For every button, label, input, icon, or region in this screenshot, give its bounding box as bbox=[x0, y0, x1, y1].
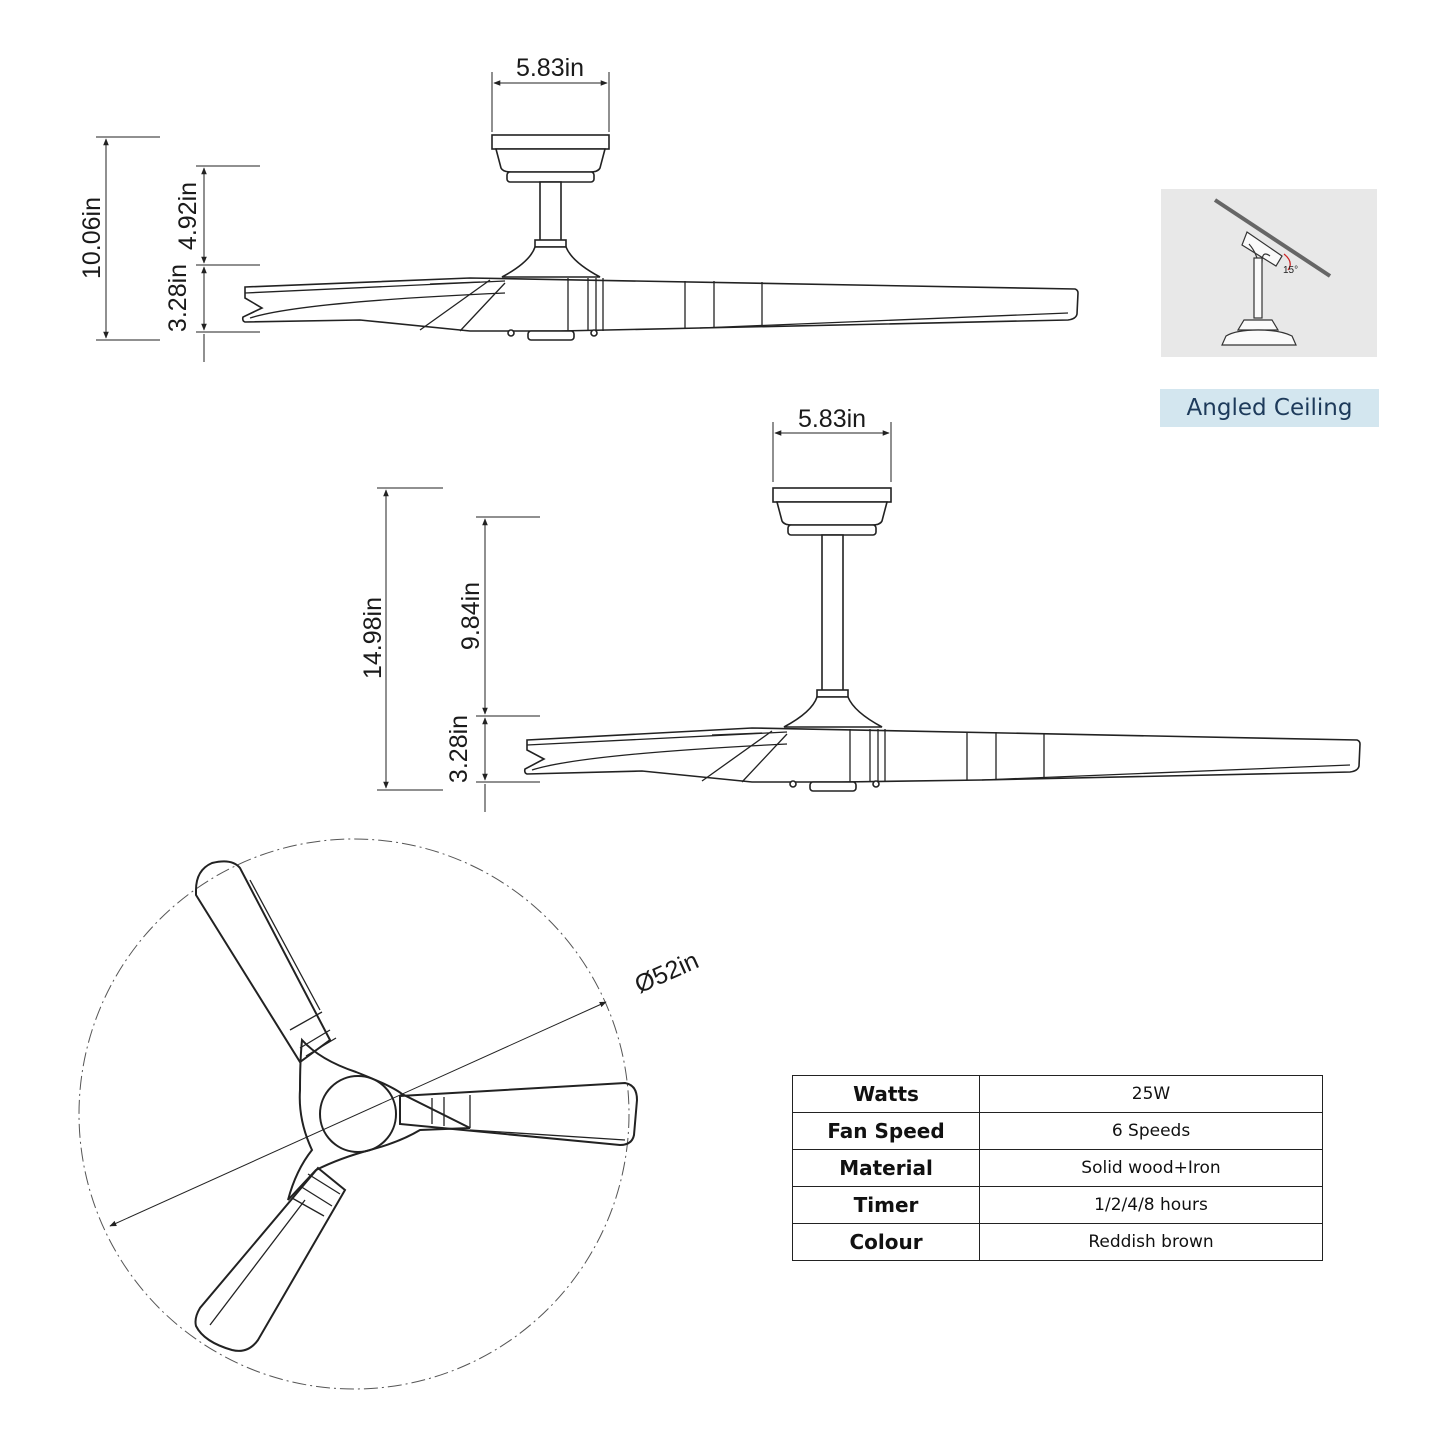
spec-key: Fan Speed bbox=[792, 1112, 980, 1150]
blade-right bbox=[399, 1081, 639, 1147]
blade-upper bbox=[195, 860, 337, 1064]
spec-value: 25W bbox=[979, 1075, 1323, 1113]
spec-value: Reddish brown bbox=[979, 1223, 1323, 1261]
blade-lower bbox=[194, 1166, 347, 1352]
table-row: Timer 1/2/4/8 hours bbox=[792, 1186, 1323, 1224]
downrod-blade-height-label: 3.28in bbox=[445, 715, 473, 783]
top-view: Ø52in bbox=[78, 838, 703, 1390]
spec-value: 1/2/4/8 hours bbox=[979, 1186, 1323, 1224]
downrod-downrod-height-label: 9.84in bbox=[457, 582, 485, 650]
flush-downrod-height-label: 4.92in bbox=[174, 182, 202, 250]
downrod-total-height-label: 14.98in bbox=[359, 597, 387, 679]
angled-ceiling-illustration: 15° bbox=[1161, 189, 1377, 357]
motor-hub bbox=[319, 1075, 397, 1153]
spec-table: Watts 25W Fan Speed 6 Speeds Material So… bbox=[792, 1075, 1323, 1261]
spec-value: 6 Speeds bbox=[979, 1112, 1323, 1150]
downrod-width-label: 5.83in bbox=[798, 405, 866, 433]
flush-blade-height-label: 3.28in bbox=[164, 264, 192, 332]
table-row: Watts 25W bbox=[792, 1075, 1323, 1113]
angled-ceiling-label: Angled Ceiling bbox=[1160, 389, 1379, 427]
spec-key: Material bbox=[792, 1149, 980, 1187]
table-row: Material Solid wood+Iron bbox=[792, 1149, 1323, 1187]
table-row: Fan Speed 6 Speeds bbox=[792, 1112, 1323, 1150]
downrod-mount-side-view: 5.83in 14.98in 9.84in 3. bbox=[359, 405, 1361, 812]
spec-key: Timer bbox=[792, 1186, 980, 1224]
angle-label: 15° bbox=[1283, 265, 1298, 276]
flush-total-height-label: 10.06in bbox=[78, 197, 106, 279]
spec-key: Colour bbox=[792, 1223, 980, 1261]
table-row: Colour Reddish brown bbox=[792, 1223, 1323, 1261]
spec-value: Solid wood+Iron bbox=[979, 1149, 1323, 1187]
diameter-label: Ø52in bbox=[631, 946, 703, 999]
spec-key: Watts bbox=[792, 1075, 980, 1113]
flush-mount-side-view: 5.83in 10.06in bbox=[78, 54, 1079, 362]
flush-width-label: 5.83in bbox=[516, 54, 584, 82]
